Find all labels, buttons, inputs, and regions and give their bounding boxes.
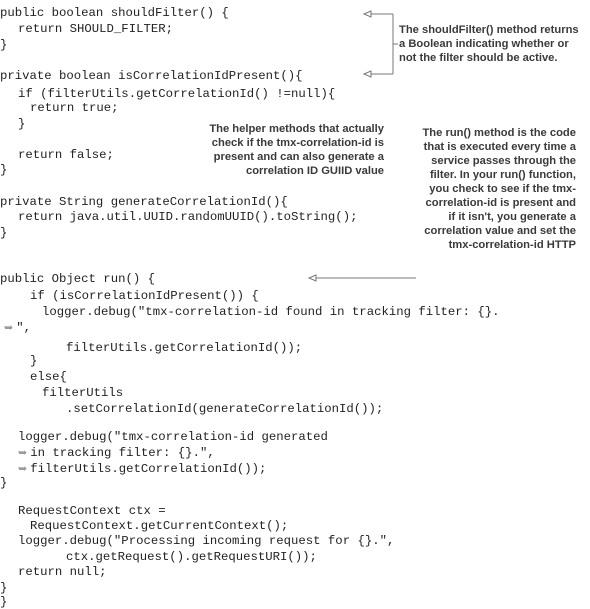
code-line: } xyxy=(0,595,8,609)
annotation-line: that is executed every time a xyxy=(423,141,576,153)
annotation-line: filter. In your run() function, xyxy=(429,169,576,181)
annotation-line: The shouldFilter() method returns xyxy=(399,24,579,36)
code-line: } xyxy=(18,117,26,131)
code-line: return null; xyxy=(18,565,107,579)
annotation-should-filter: The shouldFilter() method returns a Bool… xyxy=(399,23,579,65)
code-line: } xyxy=(30,354,38,368)
code-line: } xyxy=(0,163,8,177)
annotation-line: you check to see if the tmx- xyxy=(429,183,576,195)
annotation-line: not the filter should be active. xyxy=(399,52,558,64)
code-text: filterUtils.getCorrelationId()); xyxy=(30,462,267,476)
code-line: ➥", xyxy=(4,321,31,335)
code-line: .setCorrelationId(generateCorrelationId(… xyxy=(66,402,384,416)
code-line: } xyxy=(0,476,8,490)
code-line: else{ xyxy=(30,370,67,384)
code-line: ➥filterUtils.getCorrelationId()); xyxy=(18,462,266,476)
annotation-helper-methods: The helper methods that actually check i… xyxy=(209,122,384,178)
continuation-arrow-icon: ➥ xyxy=(18,446,28,459)
annotation-line: The helper methods that actually xyxy=(209,123,384,135)
annotation-line: service passes through the xyxy=(431,155,576,167)
code-line: ctx.getRequest().getRequestURI()); xyxy=(66,550,317,564)
code-line: logger.debug("Processing incoming reques… xyxy=(18,534,395,548)
code-line: RequestContext.getCurrentContext(); xyxy=(30,519,289,533)
code-text: in tracking filter: {}.", xyxy=(30,446,215,460)
code-line: } xyxy=(0,581,8,595)
code-line: private String generateCorrelationId(){ xyxy=(0,195,288,209)
code-line: ➥in tracking filter: {}.", xyxy=(18,446,215,460)
code-line: private boolean isCorrelationIdPresent()… xyxy=(0,69,303,83)
code-line: public Object run() { xyxy=(0,272,155,286)
continuation-arrow-icon: ➥ xyxy=(4,321,14,334)
code-line: logger.debug("tmx-correlation-id found i… xyxy=(42,305,500,319)
code-line: } xyxy=(0,38,8,52)
code-line: if (filterUtils.getCorrelationId() !=nul… xyxy=(18,87,336,101)
continuation-arrow-icon: ➥ xyxy=(18,462,28,475)
arrowhead-should-filter-2 xyxy=(362,70,372,78)
annotation-line: correlation ID GUIID value xyxy=(245,165,384,177)
code-line: } xyxy=(0,226,8,240)
annotation-line: tmx-correlation-id HTTP xyxy=(448,239,576,251)
code-line: return java.util.UUID.randomUUID().toStr… xyxy=(18,210,358,224)
code-text: ", xyxy=(16,321,31,335)
annotation-line: The run() method is the code xyxy=(422,127,576,139)
arrowhead-should-filter-1 xyxy=(362,10,372,18)
code-line: return false; xyxy=(18,148,114,162)
callout-line-should-filter xyxy=(365,13,398,75)
code-line: if (isCorrelationIdPresent()) { xyxy=(30,289,259,303)
annotation-line: correlation value and set the xyxy=(424,225,576,237)
code-line: logger.debug("tmx-correlation-id generat… xyxy=(18,430,328,444)
arrowhead-run xyxy=(307,274,317,282)
annotation-line: present and can also generate a xyxy=(213,151,384,163)
annotation-line: if it isn't, you generate a xyxy=(448,211,576,223)
code-line: RequestContext ctx = xyxy=(18,504,166,518)
annotation-line: check if the tmx-correlation-id is xyxy=(211,137,384,149)
code-line: filterUtils.getCorrelationId()); xyxy=(66,341,303,355)
annotation-line: a Boolean indicating whether or xyxy=(399,38,569,50)
code-line: return SHOULD_FILTER; xyxy=(18,22,173,36)
code-line: filterUtils xyxy=(42,386,124,400)
annotation-run-method: The run() method is the code that is exe… xyxy=(422,126,576,252)
code-line: return true; xyxy=(30,101,119,115)
annotation-line: correlation-id is present and xyxy=(425,197,576,209)
code-line: public boolean shouldFilter() { xyxy=(0,6,229,20)
